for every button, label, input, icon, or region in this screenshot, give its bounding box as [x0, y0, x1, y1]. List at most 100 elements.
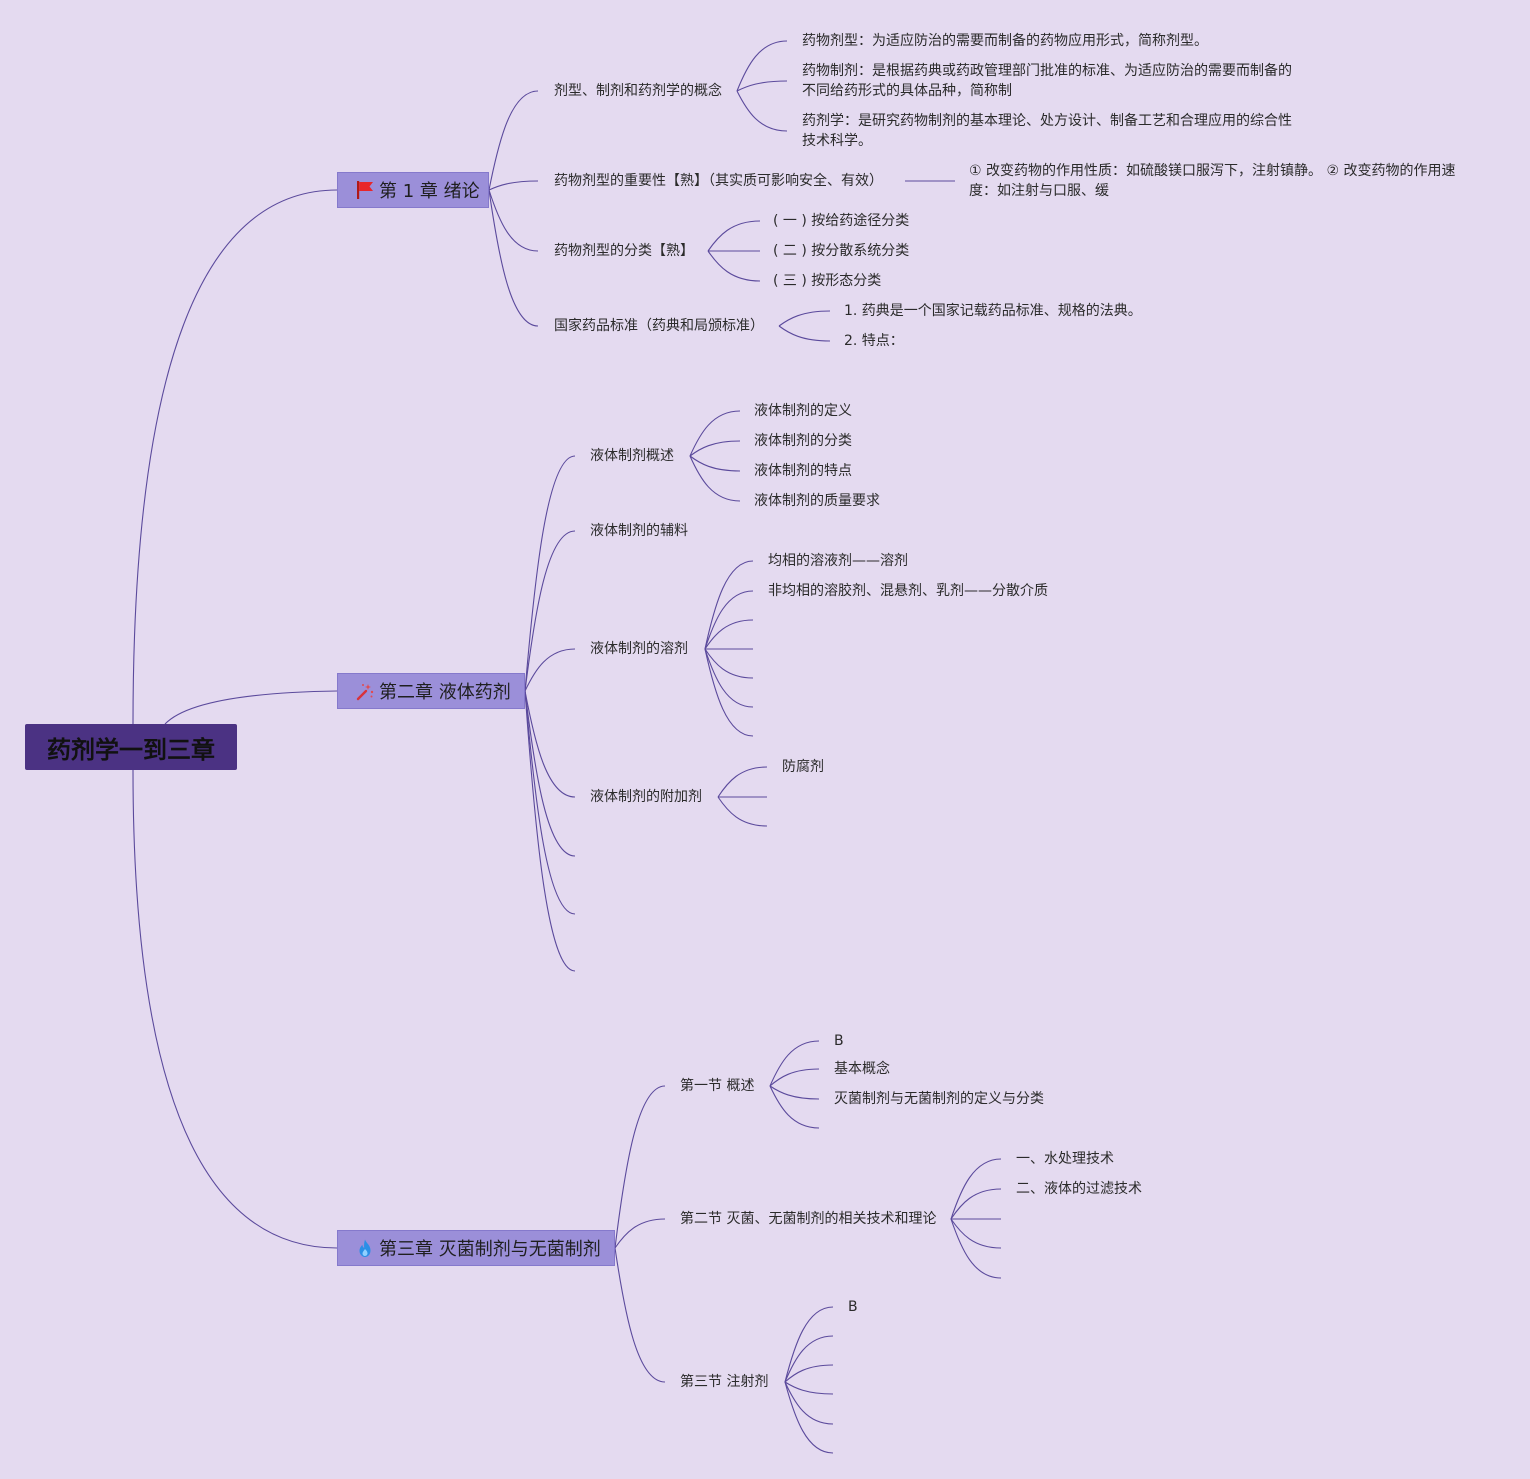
link-to-subtopic [689, 455, 741, 502]
chapter-1-topic[interactable]: 第 1 章 绪论 [337, 172, 489, 208]
link-to-subtopic [717, 766, 768, 798]
central-topic[interactable]: 药剂学一到三章 [25, 724, 237, 770]
link-to-subtopic [524, 530, 576, 692]
subtopic-line: ① 改变药物的作用性质：如硫酸镁口服泻下，注射镇静。 ② 改变药物的作用速 [969, 163, 1456, 179]
empty-branch-link [704, 648, 754, 679]
subtopic-node[interactable]: 二、液体的过滤技术 [1016, 1181, 1142, 1197]
link-to-subtopic [488, 189, 539, 327]
link-to-subtopic [950, 1188, 1002, 1220]
link-to-subtopic [707, 250, 761, 282]
subtopic-node[interactable]: 液体制剂的特点 [754, 463, 852, 479]
link-to-subtopic [769, 1040, 820, 1087]
link-to-subtopic [778, 325, 831, 342]
link-root-to-chapter-1 [132, 189, 338, 725]
subtopic-node[interactable]: 药物制剂：是根据药典或药政管理部门批准的标准、为适应防治的需要而制备的 不同给药… [802, 61, 1292, 101]
topic-liquid-solvents[interactable]: 液体制剂的溶剂 [590, 641, 688, 657]
chapter-2-title: 第二章 液体药剂 [379, 682, 511, 703]
empty-branch-link [784, 1381, 834, 1425]
link-to-subtopic [614, 1085, 666, 1249]
empty-branch-link [717, 796, 768, 827]
chapter-3-title: 第三章 灭菌制剂与无菌制剂 [379, 1239, 601, 1260]
chapter-3-topic[interactable]: 第三章 灭菌制剂与无菌制剂 [337, 1230, 615, 1266]
subtopic-node[interactable]: B [848, 1299, 858, 1315]
link-to-subtopic [769, 1068, 820, 1087]
link-root-to-chapter-2 [164, 690, 338, 725]
subtopic-line: 药物制剂：是根据药典或药政管理部门批准的标准、为适应防治的需要而制备的 [802, 63, 1292, 79]
empty-branch-link [704, 648, 754, 708]
topic-dosage-form-classification[interactable]: 药物剂型的分类【熟】 [554, 243, 694, 259]
subtopic-node[interactable]: B [834, 1033, 844, 1049]
subtopic-node[interactable]: 2. 特点： [844, 333, 904, 349]
topic-liquid-overview[interactable]: 液体制剂概述 [590, 448, 674, 464]
magic-wand-icon [355, 681, 375, 701]
empty-branch-link [784, 1381, 834, 1395]
subtopic-node[interactable]: ( 二 ) 按分散系统分类 [773, 243, 910, 259]
topic-section-2-techniques[interactable]: 第二节 灭菌、无菌制剂的相关技术和理论 [680, 1211, 937, 1227]
link-to-subtopic [736, 40, 788, 92]
subtopic-line: 度：如注射与口服、缓 [969, 183, 1109, 199]
topic-section-1-overview[interactable]: 第一节 概述 [680, 1078, 755, 1094]
link-to-subtopic [704, 590, 754, 650]
subtopic-node[interactable]: ( 三 ) 按形态分类 [773, 273, 882, 289]
subtopic-node[interactable]: 1. 药典是一个国家记载药品标准、规格的法典。 [844, 303, 1142, 319]
subtopic-node[interactable]: 药剂学：是研究药物制剂的基本理论、处方设计、制备工艺和合理应用的综合性 技术科学… [802, 111, 1292, 151]
empty-branch-link [524, 690, 576, 972]
link-to-subtopic [488, 90, 539, 191]
topic-dosage-form-importance[interactable]: 药物剂型的重要性【熟】（其实质可影响安全、有效） [554, 173, 883, 189]
link-to-subtopic [689, 440, 741, 457]
empty-branch-link [524, 690, 576, 915]
topic-section-3-injections[interactable]: 第三节 注射剂 [680, 1374, 769, 1390]
link-to-subtopic [689, 410, 741, 457]
link-to-subtopic [614, 1218, 666, 1249]
link-to-subtopic [784, 1306, 834, 1383]
link-to-subtopic [778, 310, 831, 327]
subtopic-line: 不同给药形式的具体品种，简称制 [802, 83, 1012, 99]
link-to-subtopic [704, 560, 754, 650]
empty-branch-link [784, 1335, 834, 1383]
chapter-2-topic[interactable]: 第二章 液体药剂 [337, 673, 525, 709]
link-to-subtopic [524, 648, 576, 692]
subtopic-node[interactable]: 药物剂型：为适应防治的需要而制备的药物应用形式，简称剂型。 [802, 33, 1208, 49]
link-root-to-chapter-3 [132, 769, 338, 1249]
link-to-subtopic [950, 1158, 1002, 1220]
subtopic-node[interactable]: 液体制剂的定义 [754, 403, 852, 419]
empty-branch-link [950, 1218, 1002, 1279]
empty-branch-link [704, 619, 754, 650]
subtopic-node[interactable]: 防腐剂 [782, 759, 824, 775]
subtopic-node[interactable]: 基本概念 [834, 1061, 890, 1077]
subtopic-node[interactable]: ① 改变药物的作用性质：如硫酸镁口服泻下，注射镇静。 ② 改变药物的作用速 度：… [969, 161, 1455, 201]
link-to-subtopic [736, 80, 788, 92]
subtopic-line: 技术科学。 [802, 133, 872, 149]
subtopic-node[interactable]: 液体制剂的分类 [754, 433, 852, 449]
topic-liquid-additives[interactable]: 液体制剂的附加剂 [590, 789, 702, 805]
link-to-subtopic [707, 220, 761, 252]
link-to-subtopic [736, 90, 788, 132]
empty-branch-link [950, 1218, 1002, 1249]
link-to-subtopic [488, 180, 539, 191]
subtopic-node[interactable]: 灭菌制剂与无菌制剂的定义与分类 [834, 1091, 1044, 1107]
topic-dosage-form-concepts[interactable]: 剂型、制剂和药剂学的概念 [554, 83, 722, 99]
link-to-subtopic [524, 455, 576, 692]
subtopic-node[interactable]: ( 一 ) 按给药途径分类 [773, 213, 910, 229]
chapter-1-title: 第 1 章 绪论 [379, 181, 480, 202]
empty-branch-link [704, 648, 754, 737]
subtopic-node[interactable]: 液体制剂的质量要求 [754, 493, 880, 509]
topic-liquid-excipients[interactable]: 液体制剂的辅料 [590, 523, 688, 539]
link-to-subtopic [614, 1247, 666, 1383]
subtopic-line: 药剂学：是研究药物制剂的基本理论、处方设计、制备工艺和合理应用的综合性 [802, 113, 1292, 129]
subtopic-node[interactable]: 均相的溶液剂——溶剂 [768, 553, 908, 569]
link-to-subtopic [689, 455, 741, 472]
flag-icon [355, 180, 375, 200]
flame-icon [355, 1238, 375, 1258]
subtopic-node[interactable]: 非均相的溶胶剂、混悬剂、乳剂——分散介质 [768, 583, 1048, 599]
empty-branch-link [784, 1381, 834, 1454]
link-to-subtopic [488, 189, 539, 252]
empty-branch-link [769, 1085, 820, 1129]
topic-national-drug-standards[interactable]: 国家药品标准（药典和局颁标准） [554, 318, 764, 334]
subtopic-node[interactable]: 一、水处理技术 [1016, 1151, 1114, 1167]
link-to-subtopic [524, 690, 576, 798]
empty-branch-link [784, 1364, 834, 1383]
empty-branch-link [524, 690, 576, 857]
